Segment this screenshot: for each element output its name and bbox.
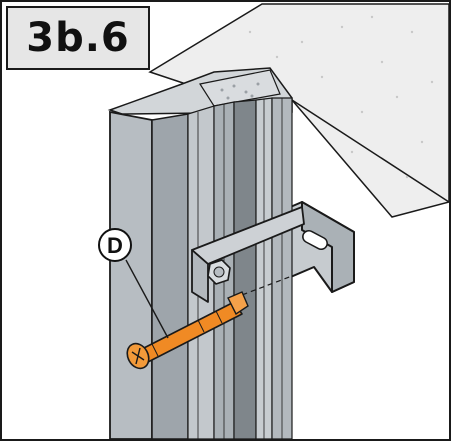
step-number-label: 3b.6 xyxy=(6,6,150,70)
callout-d-label: D xyxy=(98,228,132,262)
window-profile xyxy=(107,67,293,439)
hex-bolt-icon xyxy=(207,259,231,285)
bracket-front-plate xyxy=(191,206,305,303)
plug-dowel-icon xyxy=(126,291,249,370)
callout-leader-line xyxy=(125,259,169,339)
